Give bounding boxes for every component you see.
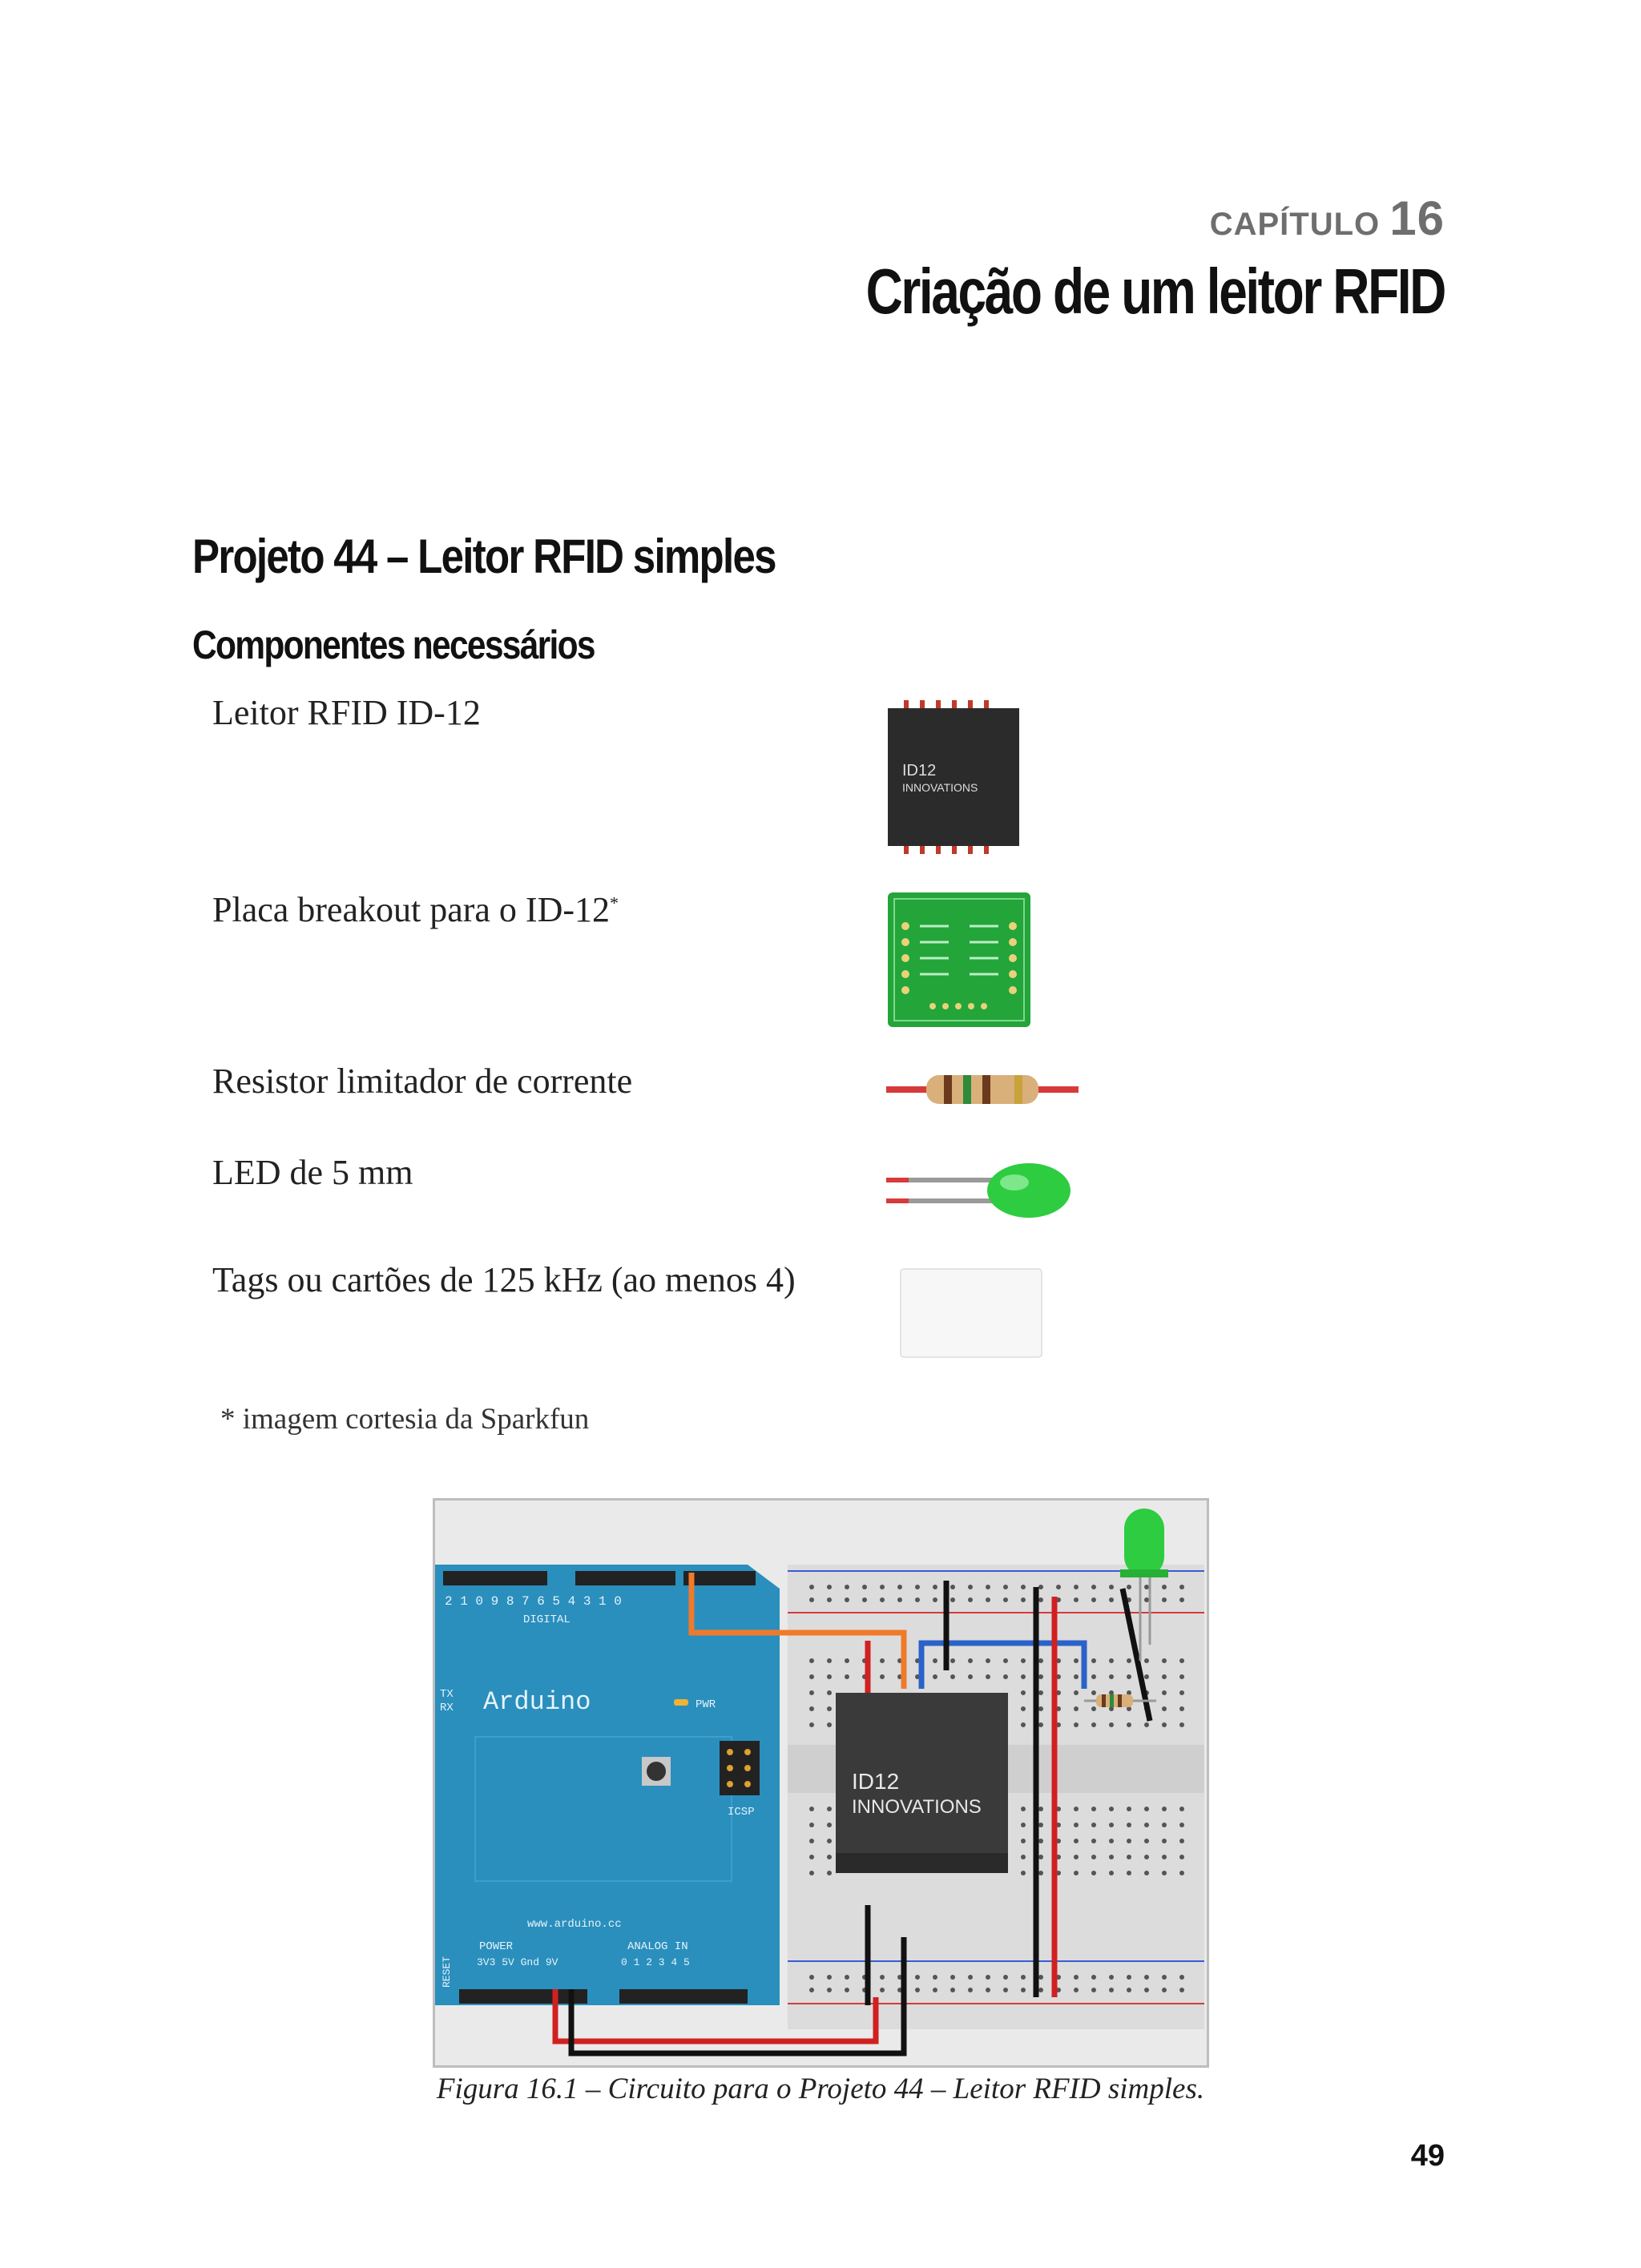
icsp-label: ICSP [728,1806,755,1819]
component-label-text: Resistor limitador de corrente [212,1061,633,1101]
led [1124,1509,1164,1577]
component-label-resistor: Resistor limitador de corrente [212,1061,632,1102]
breakout-board-icon [888,892,1030,1027]
circuit-figure: 2 1 0 9 8 7 6 5 4 3 1 0 DIGITAL TX RX Ar… [433,1498,1209,2068]
arduino-logo-text: Arduino [483,1687,591,1717]
footnote-mark: * [610,892,619,913]
chip-text-line1: ID12 [902,762,936,779]
digital-label: DIGITAL [523,1613,571,1626]
circuit-diagram: 2 1 0 9 8 7 6 5 4 3 1 0 DIGITAL TX RX Ar… [435,1501,1207,2065]
wire-black-power [568,1937,907,2057]
wire-blue [918,1640,1087,1689]
component-label-led: LED de 5 mm [212,1152,413,1193]
component-label-text: Placa breakout para o ID-12 [212,890,611,929]
power-pin-labels: 3V3 5V Gnd 9V [477,1956,558,1968]
rfid-reader-chip-icon: ID12 INNOVATIONS [888,700,1019,854]
component-label-text: LED de 5 mm [212,1153,413,1192]
id12-chip-text-line2: INNOVATIONS [852,1796,982,1818]
component-label-text: Tags ou cartões de 125 kHz (ao menos 4) [212,1260,796,1299]
pwr-label: PWR [696,1698,716,1711]
board-url: www.arduino.cc [527,1918,622,1931]
section-title: Projeto 44 – Leitor RFID simples [192,530,777,583]
chapter-label-text: CAPÍTULO [1209,207,1381,242]
reset-label: RESET [441,1956,453,1988]
component-label-rfid-reader: Leitor RFID ID-12 [212,692,481,733]
analog-in-label: ANALOG IN [627,1940,688,1953]
footnote: * imagem cortesia da Sparkfun [220,1403,590,1436]
id12-chip-text-line1: ID12 [852,1769,899,1794]
component-label-text: Leitor RFID ID-12 [212,693,481,732]
chip-text-line2: INNOVATIONS [902,781,978,794]
chapter-title: Criação de um leitor RFID [865,256,1447,327]
tx-label: TX [440,1688,454,1701]
id12-chip [836,1693,1008,1873]
green-led-icon [886,1163,1070,1218]
page-number: 49 [1410,2139,1445,2173]
power-label: POWER [479,1940,514,1953]
component-label-breakout: Placa breakout para o ID-12* [212,889,619,930]
rfid-card-icon [900,1268,1042,1358]
resistor [1096,1694,1133,1707]
resistor-icon [886,1075,1079,1104]
digital-pin-numbers: 2 1 0 9 8 7 6 5 4 3 1 0 [445,1594,622,1609]
chapter-label: CAPÍTULO 16 [1210,191,1445,246]
rx-label: RX [440,1702,454,1714]
chapter-number: 16 [1389,191,1445,245]
wire-black-led [1119,1588,1153,1722]
wire-red-power [552,1989,879,2044]
analog-pin-labels: 0 1 2 3 4 5 [621,1956,690,1968]
component-label-tags: Tags ou cartões de 125 kHz (ao menos 4) [212,1259,796,1300]
wire-orange [688,1573,907,1689]
components-heading: Componentes necessários [192,622,595,667]
figure-caption: Figura 16.1 – Circuito para o Projeto 44… [436,2073,1205,2105]
